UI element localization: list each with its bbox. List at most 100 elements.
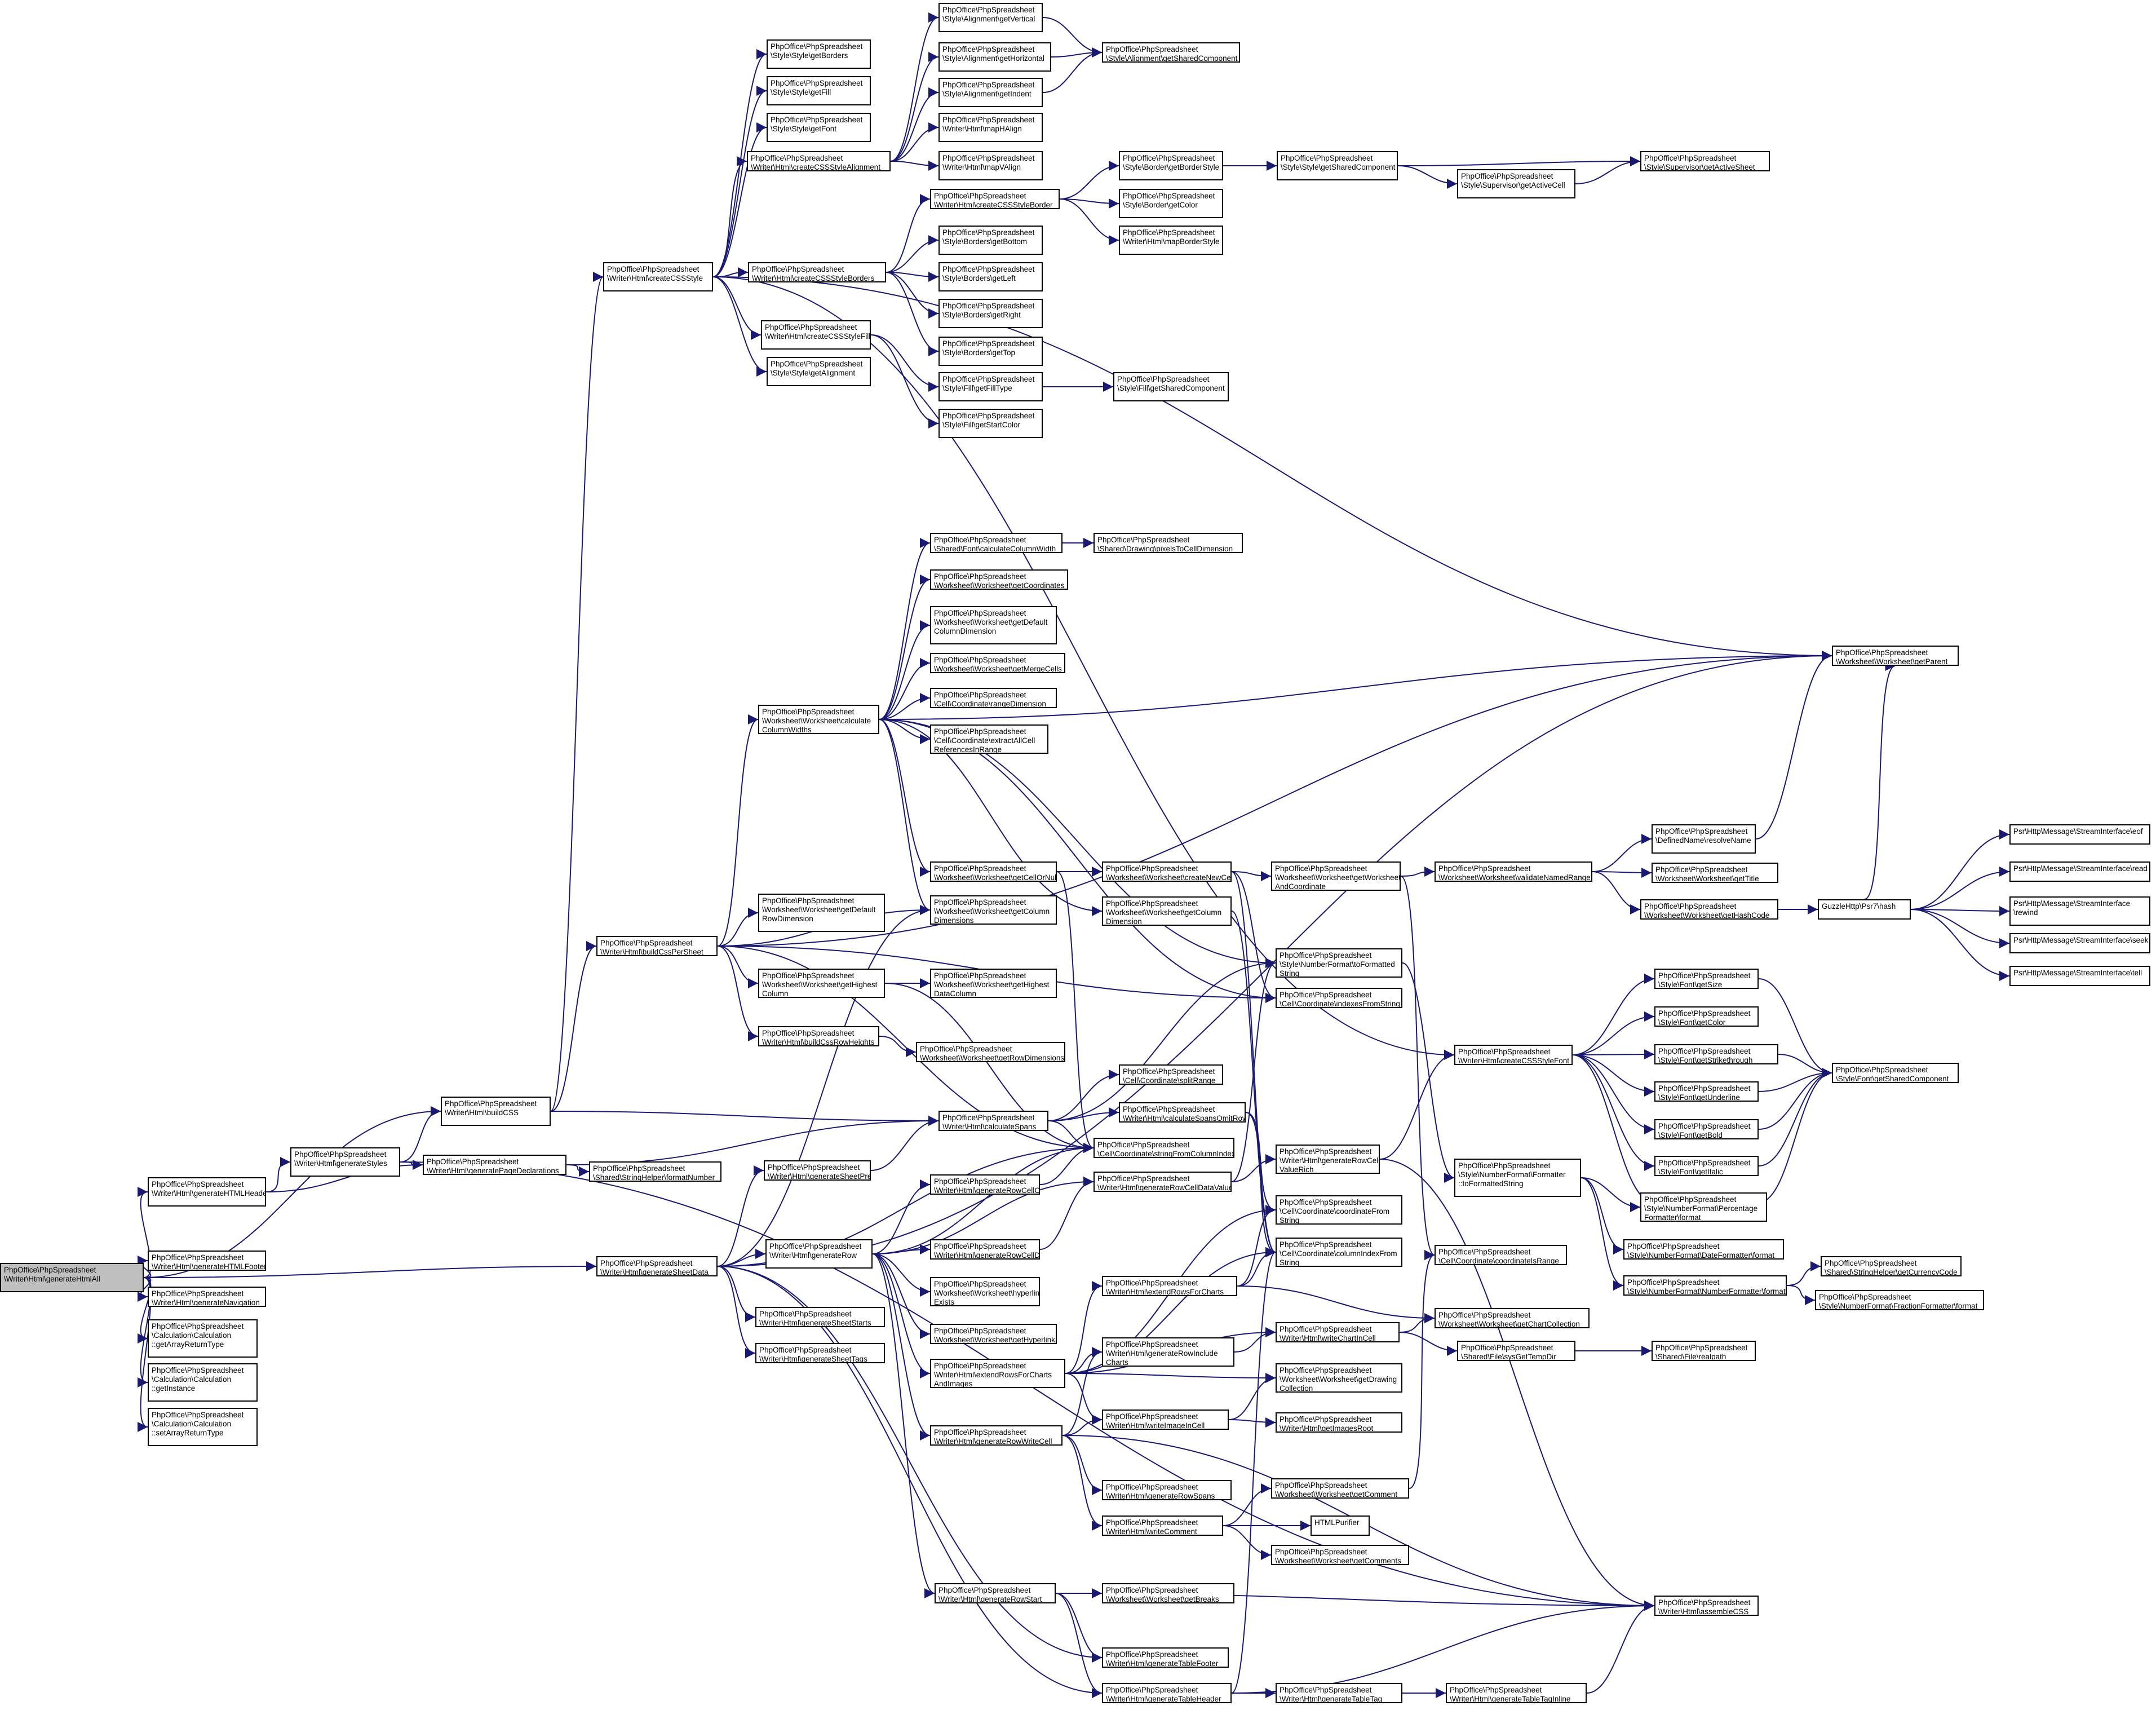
call-node[interactable]: Psr\Http\Message\StreamInterface\rewind xyxy=(2009,896,2150,926)
call-node[interactable]: PhpOffice\PhpSpreadsheet\Shared\File\sys… xyxy=(1457,1341,1575,1361)
call-node[interactable]: PhpOffice\PhpSpreadsheet\Shared\Drawing\… xyxy=(1094,533,1243,553)
call-node[interactable]: PhpOffice\PhpSpreadsheet\Style\Style\get… xyxy=(767,39,871,69)
call-node[interactable]: PhpOffice\PhpSpreadsheet\Writer\Html\map… xyxy=(938,151,1043,180)
call-node[interactable]: PhpOffice\PhpSpreadsheet\Writer\Html\ext… xyxy=(1102,1276,1237,1296)
call-node[interactable]: PhpOffice\PhpSpreadsheet\Worksheet\Works… xyxy=(930,861,1057,882)
call-node[interactable]: HTMLPurifier xyxy=(1311,1515,1370,1536)
call-node[interactable]: PhpOffice\PhpSpreadsheet\Style\Style\get… xyxy=(767,357,871,386)
call-node[interactable]: PhpOffice\PhpSpreadsheet\Cell\Coordinate… xyxy=(1435,1245,1567,1265)
call-node[interactable]: PhpOffice\PhpSpreadsheet\Style\Alignment… xyxy=(938,42,1051,72)
call-node[interactable]: PhpOffice\PhpSpreadsheet\Writer\Html\gen… xyxy=(1102,1647,1229,1668)
call-node[interactable]: PhpOffice\PhpSpreadsheet\Cell\Coordinate… xyxy=(930,724,1048,754)
call-node[interactable]: PhpOffice\PhpSpreadsheet\Style\NumberFor… xyxy=(1454,1159,1581,1197)
call-node[interactable]: PhpOffice\PhpSpreadsheet\Writer\Html\bui… xyxy=(596,936,718,956)
call-node[interactable]: PhpOffice\PhpSpreadsheet\Writer\Html\wri… xyxy=(1102,1515,1223,1536)
call-node[interactable]: PhpOffice\PhpSpreadsheet\Writer\Html\get… xyxy=(1276,1412,1402,1433)
call-node[interactable]: PhpOffice\PhpSpreadsheet\Cell\Coordinate… xyxy=(1094,1138,1234,1158)
call-node[interactable]: PhpOffice\PhpSpreadsheet\Writer\Html\gen… xyxy=(764,1160,871,1181)
call-node[interactable]: PhpOffice\PhpSpreadsheet\Writer\Html\gen… xyxy=(1446,1683,1587,1703)
call-node[interactable]: GuzzleHttp\Psr7\hash xyxy=(1818,899,1911,920)
call-node[interactable]: PhpOffice\PhpSpreadsheet\Style\Border\ge… xyxy=(1119,151,1223,180)
call-node[interactable]: PhpOffice\PhpSpreadsheet\Style\Fill\getS… xyxy=(1113,372,1229,401)
call-node[interactable]: PhpOffice\PhpSpreadsheet\Worksheet\Works… xyxy=(758,894,885,932)
call-node[interactable]: PhpOffice\PhpSpreadsheet\Writer\Html\gen… xyxy=(148,1251,266,1271)
call-node[interactable]: PhpOffice\PhpSpreadsheet\Cell\Coordinate… xyxy=(1276,988,1402,1008)
call-node[interactable]: PhpOffice\PhpSpreadsheet\Calculation\Cal… xyxy=(148,1363,258,1402)
call-node[interactable]: PhpOffice\PhpSpreadsheet\Shared\File\rea… xyxy=(1652,1341,1756,1361)
call-node[interactable]: PhpOffice\PhpSpreadsheet\Writer\Html\gen… xyxy=(755,1343,885,1363)
call-node[interactable]: PhpOffice\PhpSpreadsheet\Style\Font\getC… xyxy=(1654,1006,1759,1027)
call-node[interactable]: PhpOffice\PhpSpreadsheet\Style\NumberFor… xyxy=(1815,1290,1984,1310)
call-node[interactable]: PhpOffice\PhpSpreadsheet\Style\NumberFor… xyxy=(1276,948,1402,978)
call-node[interactable]: PhpOffice\PhpSpreadsheet\Writer\Html\gen… xyxy=(1102,1683,1232,1703)
call-node[interactable]: PhpOffice\PhpSpreadsheet\Worksheet\Works… xyxy=(1271,1478,1409,1499)
call-node[interactable]: PhpOffice\PhpSpreadsheet\Cell\Coordinate… xyxy=(1276,1238,1402,1267)
call-node[interactable]: PhpOffice\PhpSpreadsheet\Writer\Html\map… xyxy=(1119,226,1223,255)
call-node[interactable]: PhpOffice\PhpSpreadsheet\Worksheet\Works… xyxy=(930,1277,1040,1306)
call-node[interactable]: PhpOffice\PhpSpreadsheet\Writer\Html\cal… xyxy=(1119,1102,1246,1123)
call-node[interactable]: PhpOffice\PhpSpreadsheet\Writer\Html\gen… xyxy=(930,1425,1062,1446)
call-node[interactable]: PhpOffice\PhpSpreadsheet\Style\Font\getB… xyxy=(1654,1119,1759,1139)
call-node[interactable]: PhpOffice\PhpSpreadsheet\Writer\Html\gen… xyxy=(290,1147,400,1177)
call-node[interactable]: PhpOffice\PhpSpreadsheet\Style\Font\getU… xyxy=(1654,1081,1759,1102)
call-node[interactable]: PhpOffice\PhpSpreadsheet\Shared\StringHe… xyxy=(1821,1256,1962,1276)
call-node[interactable]: Psr\Http\Message\StreamInterface\tell xyxy=(2009,966,2150,986)
call-node[interactable]: PhpOffice\PhpSpreadsheet\Writer\Html\gen… xyxy=(148,1287,266,1307)
call-node[interactable]: PhpOffice\PhpSpreadsheet\Worksheet\Works… xyxy=(930,1324,1057,1344)
call-node[interactable]: PhpOffice\PhpSpreadsheet\Writer\Html\cre… xyxy=(747,151,891,171)
call-node[interactable]: PhpOffice\PhpSpreadsheet\Style\Border\ge… xyxy=(1119,189,1223,218)
call-node[interactable]: PhpOffice\PhpSpreadsheet\Writer\Html\gen… xyxy=(930,1174,1040,1195)
call-node[interactable]: PhpOffice\PhpSpreadsheet\Writer\Html\gen… xyxy=(935,1583,1056,1603)
call-node[interactable]: PhpOffice\PhpSpreadsheet\Style\NumberFor… xyxy=(1623,1239,1784,1260)
call-node[interactable]: PhpOffice\PhpSpreadsheet\Writer\Html\wri… xyxy=(1276,1322,1400,1342)
call-node[interactable]: PhpOffice\PhpSpreadsheet\Writer\Html\map… xyxy=(938,113,1043,142)
call-node[interactable]: PhpOffice\PhpSpreadsheet\Writer\Html\gen… xyxy=(1102,1337,1234,1367)
call-node[interactable]: PhpOffice\PhpSpreadsheet\Worksheet\Works… xyxy=(930,895,1057,925)
call-node[interactable]: PhpOffice\PhpSpreadsheet\Worksheet\Works… xyxy=(1832,646,1959,666)
call-node[interactable]: PhpOffice\PhpSpreadsheet\Writer\Html\bui… xyxy=(758,1026,879,1046)
call-node[interactable]: PhpOffice\PhpSpreadsheet\DefinedName\res… xyxy=(1652,824,1756,854)
call-node[interactable]: PhpOffice\PhpSpreadsheet\Worksheet\Works… xyxy=(758,969,885,998)
call-node[interactable]: PhpOffice\PhpSpreadsheet\Worksheet\Works… xyxy=(930,969,1057,998)
call-node[interactable]: PhpOffice\PhpSpreadsheet\Worksheet\Works… xyxy=(930,653,1065,673)
call-node[interactable]: PhpOffice\PhpSpreadsheet\Worksheet\Works… xyxy=(1102,1583,1234,1603)
call-node[interactable]: PhpOffice\PhpSpreadsheet\Shared\StringHe… xyxy=(589,1161,721,1182)
call-node[interactable]: PhpOffice\PhpSpreadsheet\Writer\Html\cre… xyxy=(761,320,871,350)
call-node[interactable]: PhpOffice\PhpSpreadsheet\Style\Alignment… xyxy=(938,3,1043,32)
call-node[interactable]: PhpOffice\PhpSpreadsheet\Writer\Html\cre… xyxy=(930,189,1060,209)
call-node[interactable]: PhpOffice\PhpSpreadsheet\Style\Borders\g… xyxy=(938,337,1043,366)
call-node[interactable]: PhpOffice\PhpSpreadsheet\Shared\Font\cal… xyxy=(930,533,1062,553)
call-node[interactable]: PhpOffice\PhpSpreadsheet\Writer\Html\bui… xyxy=(441,1097,551,1126)
call-node[interactable]: PhpOffice\PhpSpreadsheet\Cell\Coordinate… xyxy=(930,688,1057,708)
call-node[interactable]: Psr\Http\Message\StreamInterface\read xyxy=(2009,861,2150,882)
call-node[interactable]: PhpOffice\PhpSpreadsheet\Style\Style\get… xyxy=(1277,151,1398,180)
call-node[interactable]: PhpOffice\PhpSpreadsheet\Writer\Html\gen… xyxy=(1094,1172,1232,1192)
root-node[interactable]: PhpOffice\PhpSpreadsheet\Writer\Html\gen… xyxy=(0,1263,144,1292)
call-node[interactable]: PhpOffice\PhpSpreadsheet\Worksheet\Works… xyxy=(1271,1545,1409,1565)
call-node[interactable]: PhpOffice\PhpSpreadsheet\Writer\Html\gen… xyxy=(755,1307,885,1327)
call-node[interactable]: PhpOffice\PhpSpreadsheet\Style\Alignment… xyxy=(1102,42,1240,63)
call-node[interactable]: PhpOffice\PhpSpreadsheet\Worksheet\Works… xyxy=(1640,899,1778,920)
call-node[interactable]: PhpOffice\PhpSpreadsheet\Writer\Html\ext… xyxy=(930,1359,1065,1388)
call-node[interactable]: PhpOffice\PhpSpreadsheet\Worksheet\Works… xyxy=(1102,861,1232,882)
call-node[interactable]: PhpOffice\PhpSpreadsheet\Style\NumberFor… xyxy=(1640,1192,1767,1222)
call-node[interactable]: PhpOffice\PhpSpreadsheet\Worksheet\Works… xyxy=(1652,863,1778,883)
call-node[interactable]: PhpOffice\PhpSpreadsheet\Style\Superviso… xyxy=(1457,169,1575,198)
call-node[interactable]: PhpOffice\PhpSpreadsheet\Style\NumberFor… xyxy=(1623,1275,1787,1296)
call-node[interactable]: PhpOffice\PhpSpreadsheet\Worksheet\Works… xyxy=(1435,1308,1590,1328)
call-node[interactable]: PhpOffice\PhpSpreadsheet\Writer\Html\cal… xyxy=(938,1111,1048,1131)
call-node[interactable]: PhpOffice\PhpSpreadsheet\Style\Style\get… xyxy=(767,113,871,142)
call-node[interactable]: PhpOffice\PhpSpreadsheet\Calculation\Cal… xyxy=(148,1319,258,1358)
call-node[interactable]: PhpOffice\PhpSpreadsheet\Cell\Coordinate… xyxy=(1119,1064,1223,1085)
call-node[interactable]: PhpOffice\PhpSpreadsheet\Cell\Coordinate… xyxy=(1276,1195,1402,1225)
call-node[interactable]: PhpOffice\PhpSpreadsheet\Style\Borders\g… xyxy=(938,299,1043,328)
call-node[interactable]: PhpOffice\PhpSpreadsheet\Style\Alignment… xyxy=(938,78,1043,107)
call-node[interactable]: PhpOffice\PhpSpreadsheet\Writer\Html\gen… xyxy=(148,1177,266,1207)
call-node[interactable]: PhpOffice\PhpSpreadsheet\Style\Borders\g… xyxy=(938,226,1043,255)
call-node[interactable]: PhpOffice\PhpSpreadsheet\Style\Font\getI… xyxy=(1654,1156,1759,1176)
call-node[interactable]: PhpOffice\PhpSpreadsheet\Writer\Html\wri… xyxy=(1102,1409,1229,1430)
call-node[interactable]: PhpOffice\PhpSpreadsheet\Worksheet\Works… xyxy=(1276,1363,1402,1393)
call-node[interactable]: PhpOffice\PhpSpreadsheet\Writer\Html\gen… xyxy=(930,1239,1040,1260)
call-node[interactable]: PhpOffice\PhpSpreadsheet\Writer\Html\gen… xyxy=(596,1256,718,1276)
call-node[interactable]: PhpOffice\PhpSpreadsheet\Style\Font\getS… xyxy=(1654,1044,1778,1064)
